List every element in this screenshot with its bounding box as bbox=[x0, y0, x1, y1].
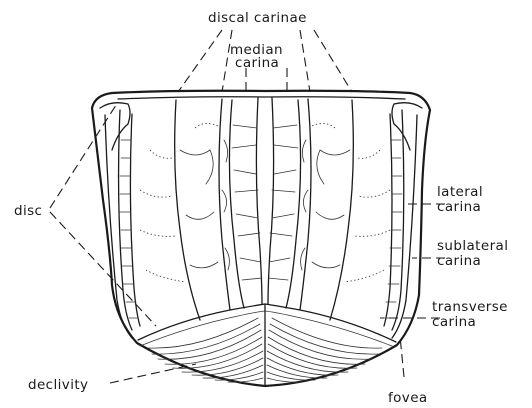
left-lateral-carinae bbox=[105, 110, 140, 338]
right-lateral-carinae bbox=[384, 110, 417, 338]
label-disc: disc bbox=[14, 203, 42, 219]
label-sublateral-carina-line2: carina bbox=[437, 253, 481, 269]
left-corner-lobe bbox=[100, 103, 130, 150]
discal-carina-left-inner bbox=[219, 99, 230, 310]
discal-carina-right-outer bbox=[330, 100, 353, 320]
label-median-carina-line2: carina bbox=[235, 55, 279, 71]
transverse-carina-line-2 bbox=[140, 311, 392, 346]
median-carinae bbox=[229, 98, 300, 308]
discal-carina-right-inner bbox=[300, 99, 311, 310]
label-declivity: declivity bbox=[28, 377, 88, 393]
label-fovea: fovea bbox=[388, 390, 428, 406]
label-discal-carinae: discal carinae bbox=[208, 10, 307, 26]
label-transverse-carina-line2: carina bbox=[432, 314, 476, 330]
label-transverse-carina-line1: transverse bbox=[432, 299, 508, 315]
right-corner-lobe bbox=[392, 103, 422, 150]
top-rim bbox=[118, 97, 405, 99]
discal-carina-left-outer bbox=[175, 100, 200, 320]
plate-outline bbox=[92, 91, 430, 386]
label-sublateral-carina-line1: sublateral bbox=[437, 238, 508, 254]
label-lateral-carina-line2: carina bbox=[437, 199, 481, 215]
label-lateral-carina-line1: lateral bbox=[437, 184, 483, 200]
transverse-carina-line bbox=[138, 304, 396, 342]
